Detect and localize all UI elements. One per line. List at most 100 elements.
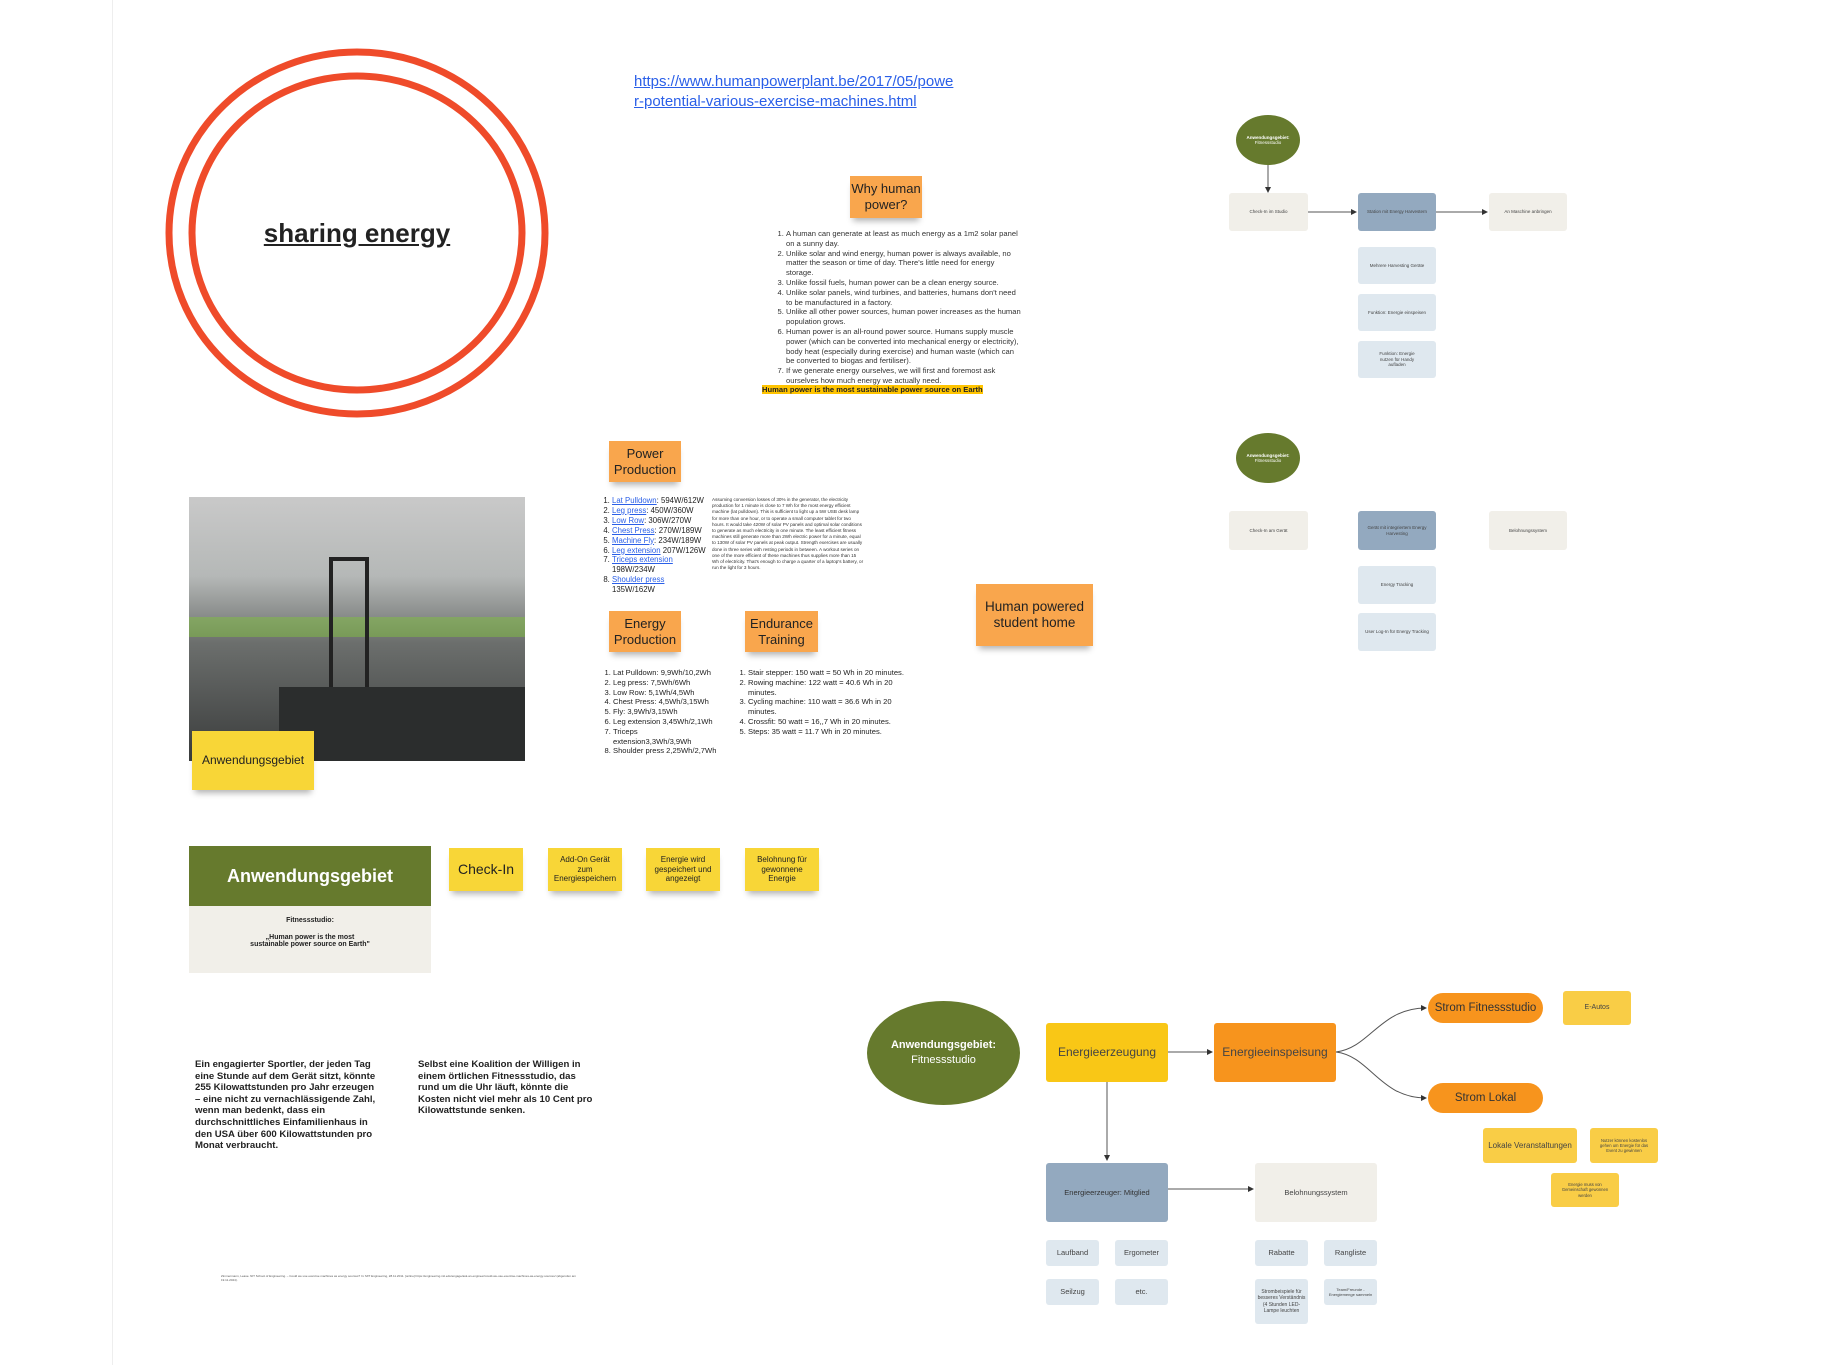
flow1-sub[interactable]: Mehrere Harvesting Geräte	[1358, 247, 1436, 284]
power-production-sticky[interactable]: Power Production	[609, 441, 681, 482]
gym-photo	[189, 497, 525, 761]
energy-stored-sticky[interactable]: Energie wird gespeichert und angezeigt	[646, 848, 720, 891]
list-item: Low Row: 306W/270W	[612, 516, 708, 526]
board-title: sharing energy	[263, 218, 451, 248]
flow2-step[interactable]: Check-In am Gerät	[1229, 511, 1308, 550]
list-item: Lat Pulldown: 9,9Wh/10,2Wh	[613, 668, 717, 678]
flow3-connectors	[1104, 1005, 1427, 1192]
student-home-sticky[interactable]: Human powered student home	[976, 584, 1093, 646]
energieeinspeisung-box[interactable]: Energieeinspeisung	[1214, 1023, 1336, 1082]
energieerzeuger-box[interactable]: Energieerzeuger: Mitglied	[1046, 1163, 1168, 1222]
device-item[interactable]: etc.	[1115, 1279, 1168, 1305]
reward-item[interactable]: Rabatte	[1255, 1240, 1308, 1266]
title-circle	[165, 48, 549, 418]
add-on-sticky[interactable]: Add-On Gerät zum Energiespeichern	[548, 848, 622, 891]
list-item: Stair stepper: 150 watt = 50 Wh in 20 mi…	[748, 668, 922, 678]
list-item: Leg press: 7,5Wh/6Wh	[613, 678, 717, 688]
conclusion-highlight: Human power is the most sustainable powe…	[762, 385, 983, 394]
flow3-ellipse: Anwendungsgebiet:Fitnessstudio	[867, 1001, 1020, 1105]
machine-link[interactable]: Machine Fly	[612, 535, 655, 545]
list-item: A human can generate at least as much en…	[786, 229, 1022, 249]
list-item: Unlike fossil fuels, human power can be …	[786, 278, 1022, 288]
lokale-veranstaltungen-sticky[interactable]: Lokale Veranstaltungen	[1483, 1128, 1577, 1163]
strom-fitnessstudio-pill[interactable]: Strom Fitnessstudio	[1428, 993, 1543, 1023]
machine-value: 207W/126W	[660, 545, 706, 555]
flow2-step[interactable]: Belohnungssystem	[1489, 511, 1567, 550]
reward-item[interactable]: Team/Freunde - Energiemenge sammeln	[1324, 1279, 1377, 1305]
endurance-list: Stair stepper: 150 watt = 50 Wh in 20 mi…	[732, 668, 922, 737]
flow1-connectors	[1265, 165, 1488, 215]
flow1-step[interactable]: An Maschine anbringen	[1489, 193, 1567, 231]
list-item: Chest Press: 4,5Wh/3,15Wh	[613, 697, 717, 707]
machine-link[interactable]: Leg extension	[612, 545, 661, 555]
flow1-sub[interactable]: Funktion: Energie einspeisen	[1358, 294, 1436, 331]
machine-value: : 594W/612W	[656, 496, 704, 505]
flow2-sub[interactable]: User Log-In für Energy Tracking	[1358, 613, 1436, 651]
flow2-sub[interactable]: Energy Tracking	[1358, 566, 1436, 604]
list-item: Machine Fly: 234W/189W	[612, 536, 708, 546]
e-autos-sticky[interactable]: E-Autos	[1563, 991, 1631, 1025]
gemeinschaft-sticky[interactable]: Energie muss von Gemeinschaft gewonnen w…	[1551, 1173, 1619, 1207]
machine-link[interactable]: Low Row	[612, 515, 645, 525]
why-list: A human can generate at least as much en…	[770, 229, 1022, 386]
endurance-training-sticky[interactable]: Endurance Training	[745, 611, 818, 652]
device-item[interactable]: Ergometer	[1115, 1240, 1168, 1266]
list-item: Rowing machine: 122 watt = 40.6 Wh in 20…	[748, 678, 922, 698]
reward-item[interactable]: Strombeispiele für besseres Verständnis …	[1255, 1279, 1308, 1324]
flow1-step[interactable]: Check-In im Studio	[1229, 193, 1308, 231]
card-quote: „Human power is the most sustainable pow…	[250, 934, 370, 948]
card-title: Anwendungsgebiet	[189, 846, 431, 906]
list-item: Fly: 3,9Wh/3,15Wh	[613, 707, 717, 717]
machine-link[interactable]: Lat Pulldown	[612, 496, 657, 505]
flow1-step[interactable]: Station mit Energy Harvestern	[1358, 193, 1436, 231]
canvas-divider	[112, 0, 113, 1365]
list-item: Crossfit: 50 watt = 16,,7 Wh in 20 minut…	[748, 717, 922, 727]
list-item: Leg extension 3,45Wh/2,1Wh	[613, 717, 717, 727]
card-body: Fitnessstudio: „Human power is the most …	[189, 906, 431, 973]
machine-value: : 450W/360W	[646, 505, 694, 515]
flow2-step[interactable]: Gerät mit integriertem Energy Harvesting	[1358, 511, 1436, 550]
machine-value: 198W/234W	[612, 565, 655, 575]
strom-lokal-pill[interactable]: Strom Lokal	[1428, 1083, 1543, 1113]
source-link[interactable]: https://www.humanpowerplant.be/2017/05/p…	[634, 73, 954, 110]
footnote: Zimmermann, Lease. NIT School of Enginee…	[221, 1274, 576, 1282]
energieerzeugung-box[interactable]: Energieerzeugung	[1046, 1023, 1168, 1082]
reward-sticky[interactable]: Belohnung für gewonnene Energie	[745, 848, 819, 891]
energy-production-sticky[interactable]: Energy Production	[609, 611, 681, 652]
card-subtitle: Fitnessstudio:	[286, 917, 334, 924]
list-item: Steps: 35 watt = 11.7 Wh in 20 minutes.	[748, 727, 922, 737]
machine-link[interactable]: Chest Press	[612, 525, 655, 535]
machine-value: : 234W/189W	[654, 535, 702, 545]
list-item: Human power is an all-round power source…	[786, 327, 1022, 366]
power-paragraph: Assuming conversion losses of 30% in the…	[712, 497, 864, 571]
list-item: Shoulder press 135W/162W	[612, 575, 708, 595]
list-item: Low Row: 5,1Wh/4,5Wh	[613, 688, 717, 698]
list-item: Unlike solar panels, wind turbines, and …	[786, 288, 1022, 308]
machine-link[interactable]: Triceps extension	[612, 555, 673, 565]
power-list: Lat Pulldown: 594W/612WLeg press: 450W/3…	[596, 496, 708, 595]
device-item[interactable]: Seilzug	[1046, 1279, 1099, 1305]
machine-value: 135W/162W	[612, 585, 655, 595]
check-in-sticky[interactable]: Check-In	[449, 848, 523, 891]
list-item: Cycling machine: 110 watt = 36.6 Wh in 2…	[748, 697, 922, 717]
list-item: Triceps extension 198W/234W	[612, 555, 708, 575]
text-coalition: Selbst eine Koalition der Willigen in ei…	[418, 1059, 593, 1117]
device-item[interactable]: Laufband	[1046, 1240, 1099, 1266]
flow2-ellipse: Anwendungsgebiet:Fitnessstudio	[1236, 433, 1300, 483]
machine-link[interactable]: Leg press	[612, 505, 647, 515]
flow1-sub[interactable]: Funktion: Energie nutzen für Handy aufla…	[1358, 341, 1436, 378]
list-item: Chest Press: 270W/189W	[612, 526, 708, 536]
machine-link[interactable]: Shoulder press	[612, 575, 665, 585]
machine-value: : 306W/270W	[644, 515, 692, 525]
list-item: Triceps extension3,3Wh/3,9Wh	[613, 727, 717, 747]
why-human-power-sticky[interactable]: Why human power?	[850, 176, 922, 218]
list-item: Lat Pulldown: 594W/612W	[612, 496, 708, 506]
anwendungsgebiet-sticky[interactable]: Anwendungsgebiet	[192, 731, 314, 790]
text-athlete: Ein engagierter Sportler, der jeden Tag …	[195, 1059, 376, 1152]
machine-value: : 270W/189W	[654, 525, 702, 535]
belohnungssystem-box[interactable]: Belohnungssystem	[1255, 1163, 1377, 1222]
nutzer-sticky[interactable]: Nutzer können kostenlos gehen um Energie…	[1590, 1128, 1658, 1163]
energy-list: Lat Pulldown: 9,9Wh/10,2WhLeg press: 7,5…	[597, 668, 717, 756]
list-item: Leg extension 207W/126W	[612, 546, 708, 556]
reward-item[interactable]: Rangliste	[1324, 1240, 1377, 1266]
